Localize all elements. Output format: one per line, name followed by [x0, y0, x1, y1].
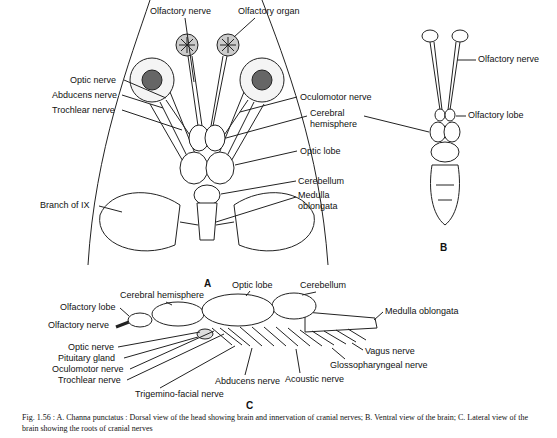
- part-label: Trochlear nerve: [58, 375, 121, 386]
- part-label: Olfactory lobe: [468, 110, 524, 121]
- panel-letter: A: [204, 278, 211, 289]
- part-label: Cerebellum: [298, 176, 344, 187]
- part-label: Pituitary gland: [58, 353, 115, 364]
- part-label: Oculomotor nerve: [300, 92, 372, 103]
- part-label: Trochlear nerve: [52, 105, 115, 116]
- part-label: Olfactory nerve: [48, 320, 109, 331]
- part-label: Optic nerve: [70, 75, 116, 86]
- part-label: Vagus nerve: [365, 346, 415, 357]
- part-label: Optic lobe: [232, 280, 273, 291]
- part-label: Trigemino-facial nerve: [135, 389, 224, 400]
- part-label: Glossopharyngeal nerve: [330, 360, 428, 371]
- part-label: Olfactory organ: [238, 6, 300, 17]
- part-label: Olfactory nerve: [478, 54, 539, 65]
- part-label: Branch of IX: [40, 200, 90, 211]
- part-label: Cerebellum: [300, 280, 346, 291]
- part-label: Olfactory nerve: [150, 6, 211, 17]
- part-label: Medulla oblongata: [298, 190, 348, 212]
- part-label: Optic lobe: [300, 146, 341, 157]
- part-label: Oculomotor nerve: [52, 364, 124, 375]
- part-label: Cerebral hemisphere: [310, 108, 365, 130]
- panel-letter: C: [246, 400, 253, 411]
- part-label: Olfactory lobe: [60, 302, 116, 313]
- panel-letter: B: [440, 242, 447, 253]
- part-label: Optic nerve: [68, 342, 114, 353]
- part-label: Abducens nerve: [215, 376, 280, 387]
- part-label: Acoustic nerve: [285, 374, 344, 385]
- part-label: Abducens nerve: [52, 90, 117, 101]
- part-label: Medulla oblongata: [385, 306, 459, 317]
- figure-caption: Fig. 1.56 : A. Channa punctatus : Dorsal…: [22, 412, 542, 434]
- part-label: Cerebral hemisphere: [120, 290, 204, 301]
